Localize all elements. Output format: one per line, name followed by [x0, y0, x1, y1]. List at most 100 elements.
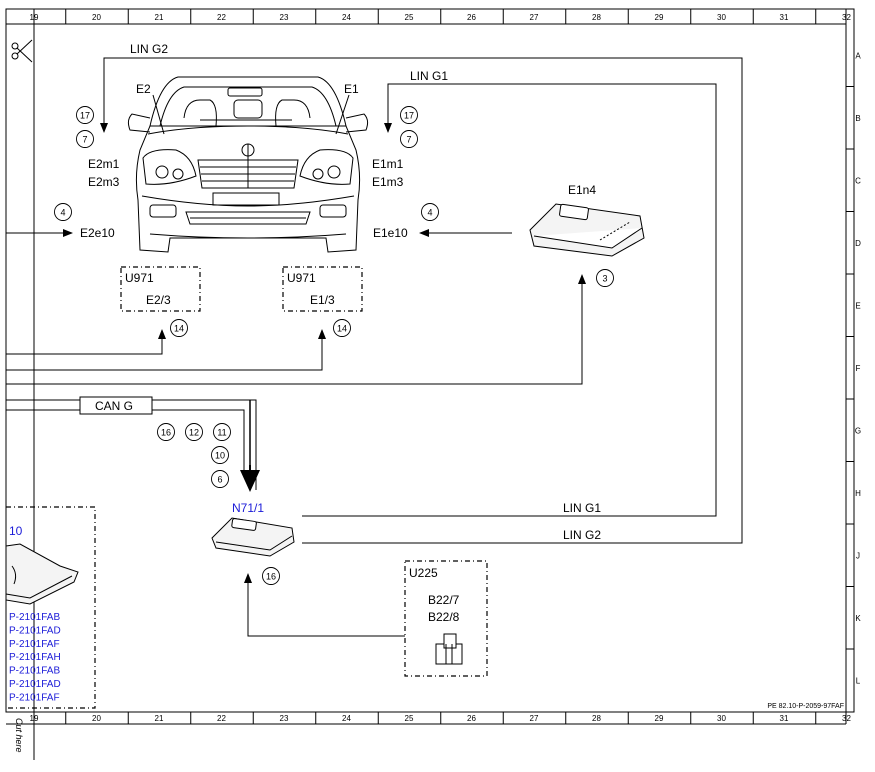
n71-ref: 11 — [217, 428, 226, 438]
left-box-item: P-2101FAB — [9, 612, 60, 623]
n71-ref-circle — [185, 423, 203, 441]
left-box-item: P-2101FAD — [9, 679, 61, 690]
right-headlamp-label: E1 — [344, 82, 359, 96]
left-lamp-ref: 17 — [80, 111, 90, 121]
n71-ref: 10 — [215, 451, 225, 461]
column-number-bottom: 28 — [592, 714, 601, 723]
column-number-top: 23 — [280, 13, 289, 22]
lin-g1-top-label: LIN G1 — [410, 69, 448, 83]
u971-left-box — [120, 266, 201, 312]
left-box-item: P-2101FAH — [9, 652, 61, 663]
e1n4-label: E1n4 — [568, 183, 596, 197]
column-number-bottom: 32 — [842, 714, 851, 723]
e1n4-module-icon — [529, 203, 645, 257]
lin-g1-bottom-label: LIN G1 — [563, 501, 601, 515]
document-reference: PE 82.10-P-2059-97FAF — [767, 703, 844, 710]
n71-ref: 12 — [189, 428, 199, 438]
u225-label: U225 — [409, 566, 438, 580]
column-number-bottom: 21 — [155, 714, 164, 723]
can-g-box — [79, 396, 153, 415]
row-letter: H — [855, 489, 861, 498]
n71-ref-circle — [213, 423, 231, 441]
left-lamp-ref-circle — [76, 106, 94, 124]
n71-ref-circle — [211, 446, 229, 464]
row-letter: G — [855, 426, 861, 435]
column-number-bottom: 25 — [405, 714, 414, 723]
e1m1-label: E1m1 — [372, 157, 404, 171]
vehicle-front-view — [127, 76, 369, 253]
column-number-bottom: 23 — [280, 714, 289, 723]
column-number-bottom: 29 — [655, 714, 664, 723]
row-letter: A — [855, 51, 861, 60]
e2e10-ref: 4 — [60, 208, 65, 218]
column-number-top: 27 — [530, 13, 539, 22]
row-letter: L — [856, 676, 861, 685]
e1e10-ref-circle — [421, 203, 439, 221]
e1e10-label: E1e10 — [373, 226, 408, 240]
b22-8-label: B22/8 — [428, 610, 460, 624]
column-number-top: 30 — [717, 13, 726, 22]
left-box-item: P-2101FAB — [9, 666, 60, 677]
right-lamp-ref: 17 — [404, 111, 414, 121]
column-number-top: 28 — [592, 13, 601, 22]
e2m1-label: E2m1 — [88, 157, 120, 171]
b22-7-label: B22/7 — [428, 593, 460, 607]
u971-right-ref-circle — [333, 319, 351, 337]
drawing-frame — [5, 8, 855, 760]
e1n4-ref-circle — [596, 269, 614, 287]
u225-box — [404, 560, 488, 677]
column-number-bottom: 19 — [30, 714, 39, 723]
u971-right-ref: 14 — [337, 324, 347, 334]
left-headlamp-label: E2 — [136, 82, 151, 96]
column-number-bottom: 31 — [780, 714, 789, 723]
n71-label: N71/1 — [232, 501, 264, 515]
row-letter: K — [855, 614, 861, 623]
column-number-top: 31 — [780, 13, 789, 22]
lin-g1-wire — [302, 83, 717, 517]
left-box-title: 10 — [9, 524, 23, 538]
column-number-top: 24 — [342, 13, 351, 22]
column-number-top: 19 — [30, 13, 39, 22]
u971-right-box — [282, 266, 363, 312]
lin-g2-bottom-label: LIN G2 — [563, 528, 601, 542]
left-box-item: P-2101FAF — [9, 639, 60, 650]
left-box-item: P-2101FAF — [9, 692, 60, 703]
n71-ref-circle — [157, 423, 175, 441]
left-lamp-ref-circle — [76, 130, 94, 148]
column-number-bottom: 27 — [530, 714, 539, 723]
scissors-icon — [11, 39, 33, 63]
column-number-top: 29 — [655, 13, 664, 22]
row-letter: D — [855, 239, 861, 248]
u971-e1-wire — [6, 329, 326, 371]
n71-ref: 6 — [217, 475, 222, 485]
left-box-item: P-2101FAD — [9, 625, 61, 636]
row-letter: J — [856, 551, 860, 560]
lin-g2-wire — [100, 57, 743, 544]
u971-left-ref: 14 — [174, 324, 184, 334]
row-letter: F — [856, 364, 861, 373]
u225-wire — [244, 573, 405, 637]
e1m3-label: E1m3 — [372, 175, 404, 189]
u971-right-name: U971 — [287, 271, 316, 285]
right-lamp-ref-circle — [400, 130, 418, 148]
column-number-top: 20 — [92, 13, 101, 22]
row-letter: E — [855, 301, 860, 310]
u971-left-sub: E2/3 — [146, 293, 171, 307]
column-number-bottom: 22 — [217, 714, 226, 723]
left-lamp-ref: 7 — [82, 135, 87, 145]
right-lamp-ref-circle — [400, 106, 418, 124]
column-number-top: 21 — [155, 13, 164, 22]
column-number-bottom: 30 — [717, 714, 726, 723]
lin-g2-top-label: LIN G2 — [130, 42, 168, 56]
e2e10-ref-circle — [54, 203, 72, 221]
left-partial-box — [6, 506, 96, 709]
e2m3-label: E2m3 — [88, 175, 120, 189]
sensor-icon — [435, 633, 463, 665]
u971-left-name: U971 — [125, 271, 154, 285]
e2e10-label: E2e10 — [80, 226, 115, 240]
u971-left-ref-circle — [170, 319, 188, 337]
